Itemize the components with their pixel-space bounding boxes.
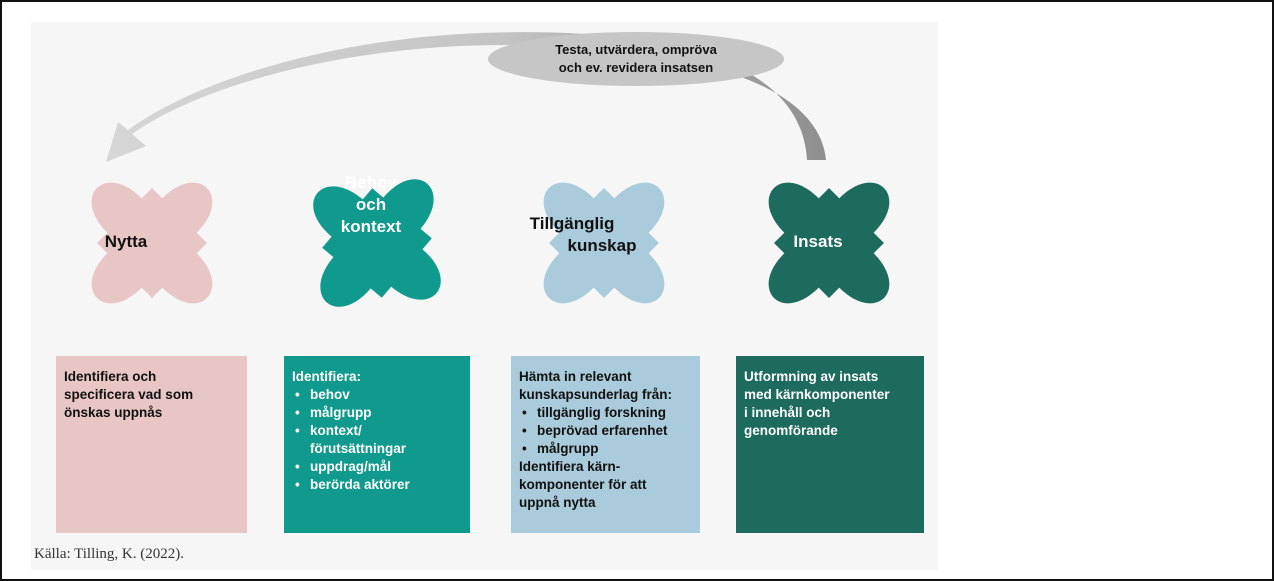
box-text-line: Identifiera och (64, 369, 157, 384)
piece-label: Behov (345, 173, 398, 192)
feedback-text-line1: Testa, utvärdera, ompröva (555, 42, 717, 57)
feedback-arrow (106, 32, 826, 162)
piece-label: Tillgänglig (530, 214, 615, 233)
box-text-line: specificera vad som (64, 387, 194, 402)
nytta-box: Identifiera och specificera vad som önskas… (56, 356, 247, 533)
piece-label: kunskap (568, 236, 637, 255)
box-text-line: Identifiera kärn- (519, 459, 621, 474)
piece-label: Insats (793, 232, 842, 251)
box-text-line: önskas uppnås (64, 405, 163, 420)
box-text-line: med kärnkomponenter (744, 387, 890, 402)
piece-label: Nytta (105, 232, 148, 251)
behov-heading: Identifiera: (292, 369, 362, 384)
source-citation: Källa: Tilling, K. (2022). (34, 546, 185, 562)
feedback-text-line2: och ev. revidera insatsen (559, 60, 713, 75)
box-text-line: kunskapsunderlag från: (519, 387, 673, 402)
list-item: kontext/förutsättningar (292, 422, 462, 458)
list-item: beprövad erfarenhet (519, 422, 692, 440)
list-item: målgrupp (519, 440, 692, 458)
list-item: uppdrag/mål (292, 458, 462, 476)
box-text-line: komponenter för att (519, 477, 647, 492)
list-item: målgrupp (292, 404, 462, 422)
puzzle-piece-tillganglig-kunskap: Tillgänglig kunskap (494, 133, 714, 353)
puzzle-piece-nytta: Nytta (42, 133, 262, 353)
behov-box: Identifiera: behovmålgruppkontext/föruts… (284, 356, 470, 533)
puzzle-shape (42, 133, 262, 353)
box-text-line: genomförande (744, 423, 838, 438)
piece-label: kontext (341, 217, 402, 236)
list-item: berörda aktörer (292, 476, 462, 494)
puzzle-shape (267, 133, 487, 353)
box-text-line: uppnå nytta (519, 495, 596, 510)
feedback-ellipse (488, 32, 784, 86)
box-text-line: Hämta in relevant (519, 369, 632, 384)
puzzle-piece-behov-och-kontext: Behov och kontext (267, 133, 487, 353)
piece-label: och (356, 195, 386, 214)
box-text-line: i innehåll och (744, 405, 831, 420)
puzzle-piece-insats: Insats (719, 133, 939, 353)
list-item: tillgänglig forskning (519, 404, 692, 422)
insats-box: Utformning av insats med kärnkomponenter i… (736, 356, 924, 533)
box-text-line: Utformning av insats (744, 369, 879, 384)
list-item: behov (292, 386, 462, 404)
